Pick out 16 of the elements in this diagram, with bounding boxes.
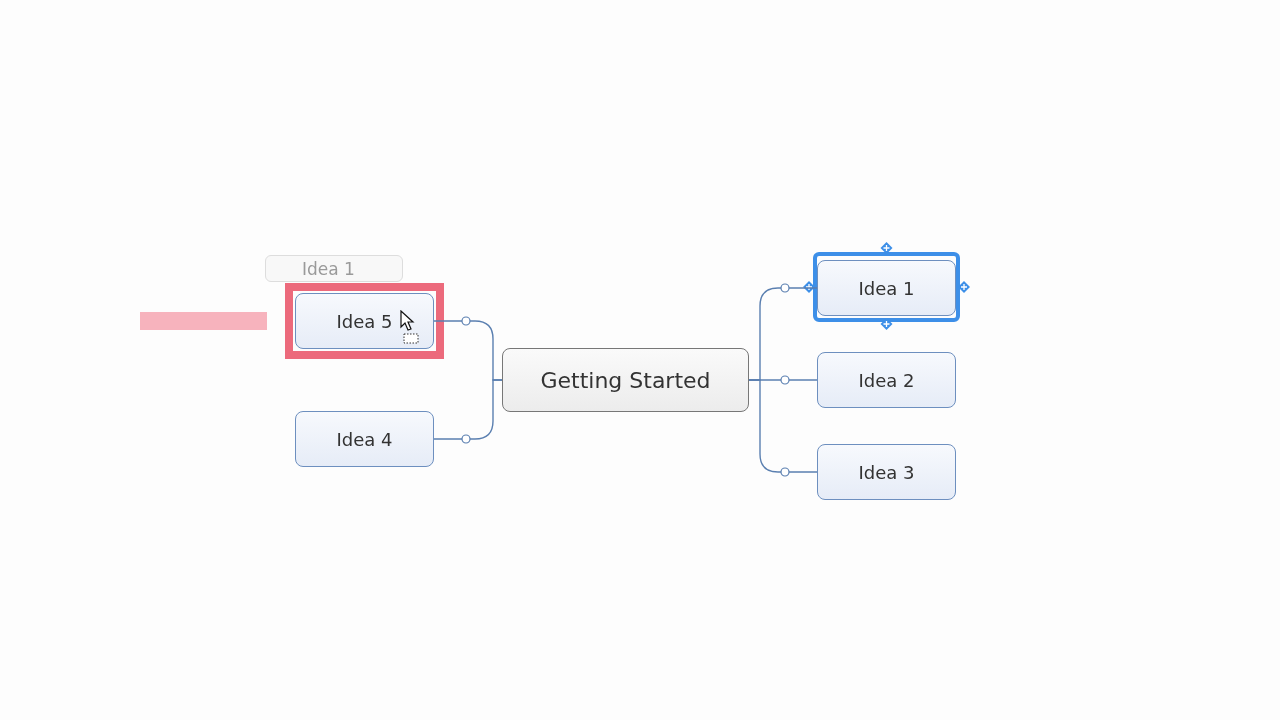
branch-line	[433, 379, 503, 440]
branch-line	[748, 379, 818, 473]
topic-label: Idea 1	[858, 277, 915, 299]
topic-box	[295, 411, 434, 467]
topic-label: Idea 2	[858, 369, 915, 391]
topic-label: Getting Started	[540, 367, 711, 393]
topic-box	[817, 352, 956, 408]
preview-label: Idea 1	[302, 258, 355, 279]
topic-label: Idea 5	[336, 310, 393, 332]
dragged-topic-preview	[265, 255, 403, 282]
topic-box	[817, 260, 956, 316]
topic-label: Idea 3	[858, 461, 915, 483]
topic-label: Idea 4	[336, 428, 393, 450]
topic-box	[295, 293, 434, 349]
central-topic-box	[502, 348, 749, 412]
topic-box	[817, 444, 956, 500]
